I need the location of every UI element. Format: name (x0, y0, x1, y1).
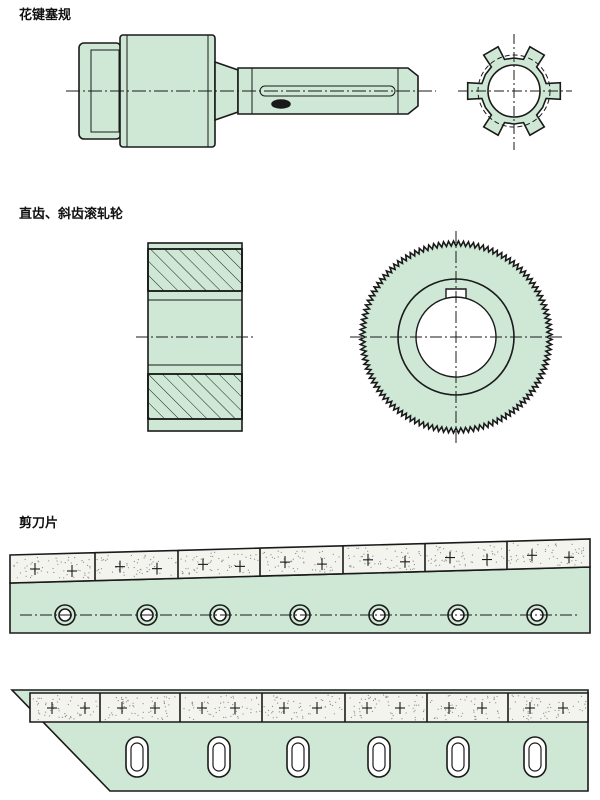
section-title-rolling-wheel: 直齿、斜齿滚轧轮 (19, 207, 124, 222)
section-title-shear-blade: 剪刀片 (19, 516, 59, 531)
shear-blade-upper (9, 538, 591, 634)
shear-blade-lower (10, 689, 589, 792)
section-title-spline-gauge: 花键塞规 (19, 8, 72, 23)
